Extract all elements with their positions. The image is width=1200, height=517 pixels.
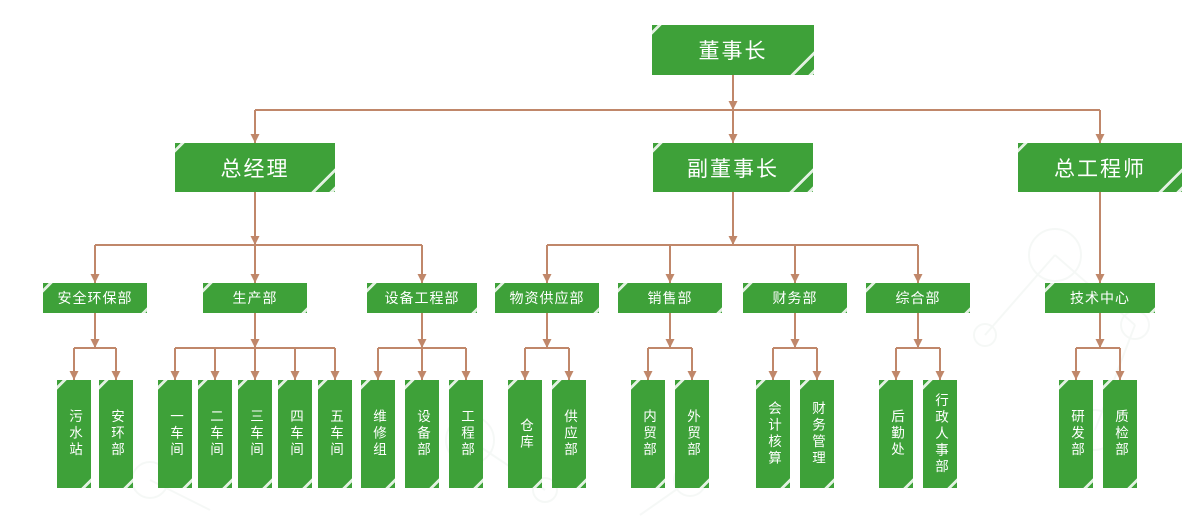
node-label: 设备工程部 xyxy=(384,290,460,306)
node-label: 安环部 xyxy=(109,409,124,459)
node-workshop-1: 一车间 xyxy=(158,380,192,488)
node-label: 五车间 xyxy=(328,409,343,459)
node-vice-chairman: 副董事长 xyxy=(653,143,813,192)
node-label: 三车间 xyxy=(248,409,263,459)
node-workshop-4: 四车间 xyxy=(278,380,312,488)
node-label: 外贸部 xyxy=(685,409,700,459)
node-label: 副董事长 xyxy=(687,157,779,181)
node-label: 生产部 xyxy=(232,290,278,306)
node-safety-environment-dept: 安全环保部 xyxy=(43,283,147,313)
node-technology-center: 技术中心 xyxy=(1045,283,1155,313)
node-label: 会计核算 xyxy=(766,401,781,467)
node-accounting-section: 会计核算 xyxy=(756,380,790,488)
node-label: 维修组 xyxy=(371,409,386,459)
node-financial-management: 财务管理 xyxy=(800,380,834,488)
node-chief-engineer: 总工程师 xyxy=(1018,143,1182,192)
node-material-supply-dept: 物资供应部 xyxy=(495,283,599,313)
node-domestic-trade-dept: 内贸部 xyxy=(631,380,665,488)
node-label: 工程部 xyxy=(459,409,474,459)
node-label: 二车间 xyxy=(208,409,223,459)
node-sales-dept: 销售部 xyxy=(618,283,722,313)
node-label: 总工程师 xyxy=(1054,157,1146,181)
node-rnd-dept: 研发部 xyxy=(1059,380,1093,488)
node-label: 仓库 xyxy=(518,417,533,451)
node-workshop-2: 二车间 xyxy=(198,380,232,488)
node-label: 技术中心 xyxy=(1070,290,1130,306)
node-label: 四车间 xyxy=(288,409,303,459)
node-label: 财务管理 xyxy=(810,401,825,467)
node-foreign-trade-dept: 外贸部 xyxy=(675,380,709,488)
node-label: 供应部 xyxy=(562,409,577,459)
node-label: 董事长 xyxy=(698,40,768,63)
node-label: 后勤处 xyxy=(889,409,904,459)
node-safety-env-section: 安环部 xyxy=(99,380,133,488)
node-supply-dept: 供应部 xyxy=(552,380,586,488)
node-logistics-office: 后勤处 xyxy=(879,380,913,488)
node-label: 财务部 xyxy=(772,290,818,306)
node-workshop-5: 五车间 xyxy=(318,380,352,488)
node-equipment-engineering-dept: 设备工程部 xyxy=(367,283,477,313)
node-label: 综合部 xyxy=(895,290,941,306)
node-general-manager: 总经理 xyxy=(175,143,335,192)
node-workshop-3: 三车间 xyxy=(238,380,272,488)
node-chairman: 董事长 xyxy=(652,25,814,75)
node-label: 销售部 xyxy=(647,290,693,306)
node-label: 内贸部 xyxy=(641,409,656,459)
node-label: 污水站 xyxy=(67,409,82,459)
node-label: 研发部 xyxy=(1069,409,1084,459)
node-finance-dept: 财务部 xyxy=(743,283,847,313)
node-quality-inspection-dept: 质检部 xyxy=(1103,380,1137,488)
node-equipment-dept: 设备部 xyxy=(405,380,439,488)
node-sewage-station: 污水站 xyxy=(57,380,91,488)
node-production-dept: 生产部 xyxy=(203,283,307,313)
node-label: 一车间 xyxy=(168,409,183,459)
node-maintenance-group: 维修组 xyxy=(361,380,395,488)
node-engineering-dept: 工程部 xyxy=(449,380,483,488)
node-label: 总经理 xyxy=(220,157,290,181)
node-admin-hr-dept: 行政人事部 xyxy=(923,380,957,488)
node-label: 安全环保部 xyxy=(57,290,133,306)
node-label: 物资供应部 xyxy=(509,290,585,306)
node-label: 行政人事部 xyxy=(933,392,948,476)
node-general-affairs-dept: 综合部 xyxy=(866,283,970,313)
node-warehouse: 仓库 xyxy=(508,380,542,488)
node-label: 质检部 xyxy=(1113,409,1128,459)
node-label: 设备部 xyxy=(415,409,430,459)
